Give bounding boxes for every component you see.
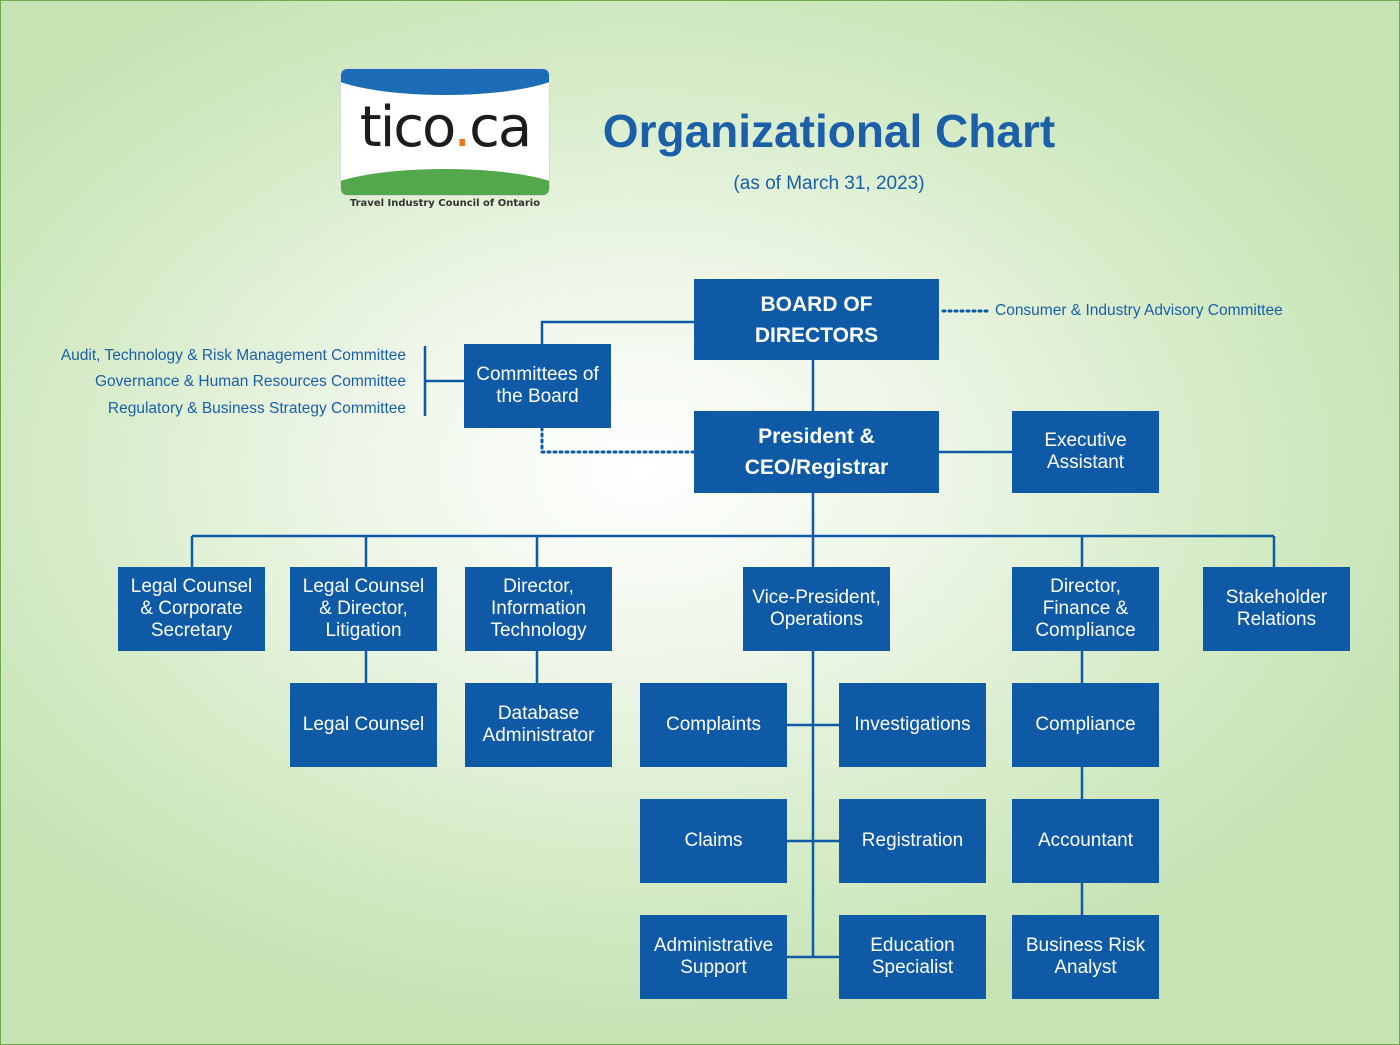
committee-label-regulatory: Regulatory & Business Strategy Committee	[107, 400, 406, 417]
administrative-support-box: Administrative Support	[640, 915, 787, 999]
director-information-technology-box: Director, Information Technology	[465, 567, 612, 651]
accountant-box: Accountant	[1012, 799, 1159, 883]
complaints-box: Complaints	[640, 683, 787, 767]
advisory-committee-label: Consumer & Industry Advisory Committee	[995, 302, 1283, 319]
legal-counsel-box: Legal Counsel	[290, 683, 437, 767]
committees-of-the-board-box: Committees of the Board	[464, 344, 611, 428]
logo-caption: Travel Industry Council of Ontario	[349, 198, 541, 209]
committee-label-audit: Audit, Technology & Risk Management Comm…	[60, 347, 406, 364]
stakeholder-relations-box: Stakeholder Relations	[1203, 567, 1350, 651]
page-subtitle: (as of March 31, 2023)	[733, 173, 925, 194]
logo-blue-wave	[341, 69, 549, 95]
logo-wordmark: tico.ca	[359, 95, 533, 160]
legal-counsel-corporate-secretary-box: Legal Counsel & Corporate Secretary	[118, 567, 265, 651]
board-of-directors-box: BOARD OF DIRECTORS	[694, 279, 939, 360]
logo-green-wave	[341, 169, 549, 195]
legal-counsel-director-litigation-box: Legal Counsel & Director, Litigation	[290, 567, 437, 651]
business-risk-analyst-box: Business Risk Analyst	[1012, 915, 1159, 999]
registration-box: Registration	[839, 799, 986, 883]
tico-logo: tico.ca	[341, 69, 549, 195]
vice-president-operations-box: Vice-President, Operations	[743, 567, 890, 651]
director-finance-compliance-box: Director, Finance & Compliance	[1012, 567, 1159, 651]
page-title: Organizational Chart	[602, 105, 1056, 157]
investigations-box: Investigations	[839, 683, 986, 767]
committee-label-governance: Governance & Human Resources Committee	[95, 373, 406, 390]
executive-assistant-box: Executive Assistant	[1012, 411, 1159, 493]
compliance-box: Compliance	[1012, 683, 1159, 767]
database-administrator-box: Database Administrator	[465, 683, 612, 767]
president-ceo-box: President & CEO/Registrar	[694, 411, 939, 493]
education-specialist-box: Education Specialist	[839, 915, 986, 999]
claims-box: Claims	[640, 799, 787, 883]
